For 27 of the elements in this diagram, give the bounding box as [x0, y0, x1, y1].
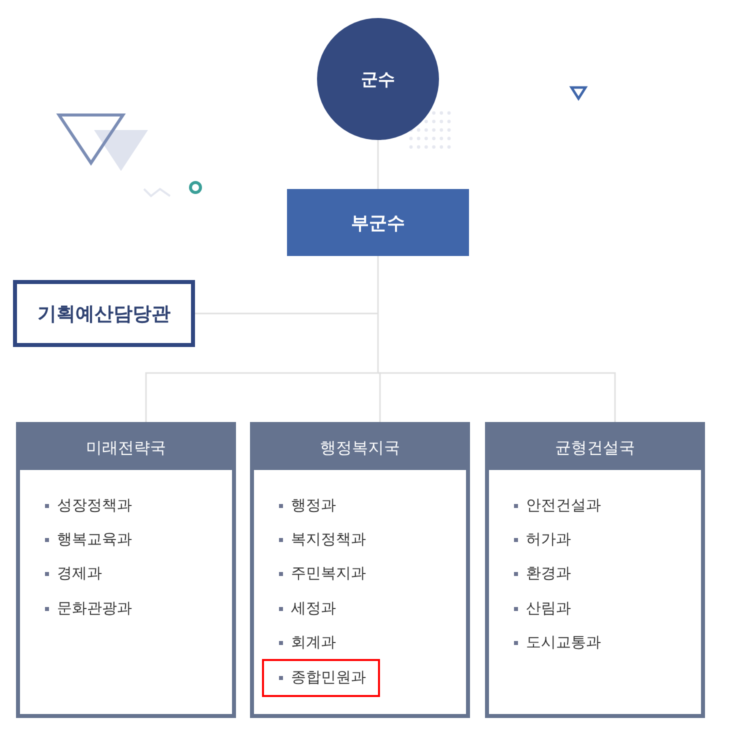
bureau-box [250, 422, 470, 718]
bureau-box [485, 422, 705, 718]
list-item: 주민복지과 [291, 564, 366, 584]
list-item: 도시교통과 [526, 632, 601, 653]
list-item: 종합민원과 [291, 668, 366, 688]
bureau-header: 균형건설국 [489, 426, 701, 470]
circle-node: 군수 [317, 18, 439, 140]
list-item: 성장정책과 [57, 496, 132, 516]
list-item: 환경과 [526, 564, 571, 584]
list-item: 문화관광과 [57, 598, 132, 619]
list-item: 행복교육과 [57, 530, 132, 550]
bureau-header: 미래전략국 [20, 426, 232, 470]
list-item: 안전건설과 [526, 496, 601, 516]
bureau-box [16, 422, 236, 718]
connector-line [378, 372, 616, 422]
bureau-header: 행정복지국 [254, 426, 466, 470]
list-item: 산림과 [526, 598, 571, 619]
list-item: 행정과 [291, 496, 336, 516]
position-box: 기획예산담당관 [13, 280, 195, 347]
list-item: 세정과 [291, 598, 336, 619]
highlight-box [262, 659, 380, 697]
position-box: 부군수 [287, 189, 469, 256]
list-item: 복지정책과 [291, 530, 366, 550]
list-item: 경제과 [57, 564, 102, 584]
list-item: 허가과 [526, 530, 571, 550]
list-item: 회계과 [291, 632, 336, 653]
connector-line [145, 372, 378, 422]
